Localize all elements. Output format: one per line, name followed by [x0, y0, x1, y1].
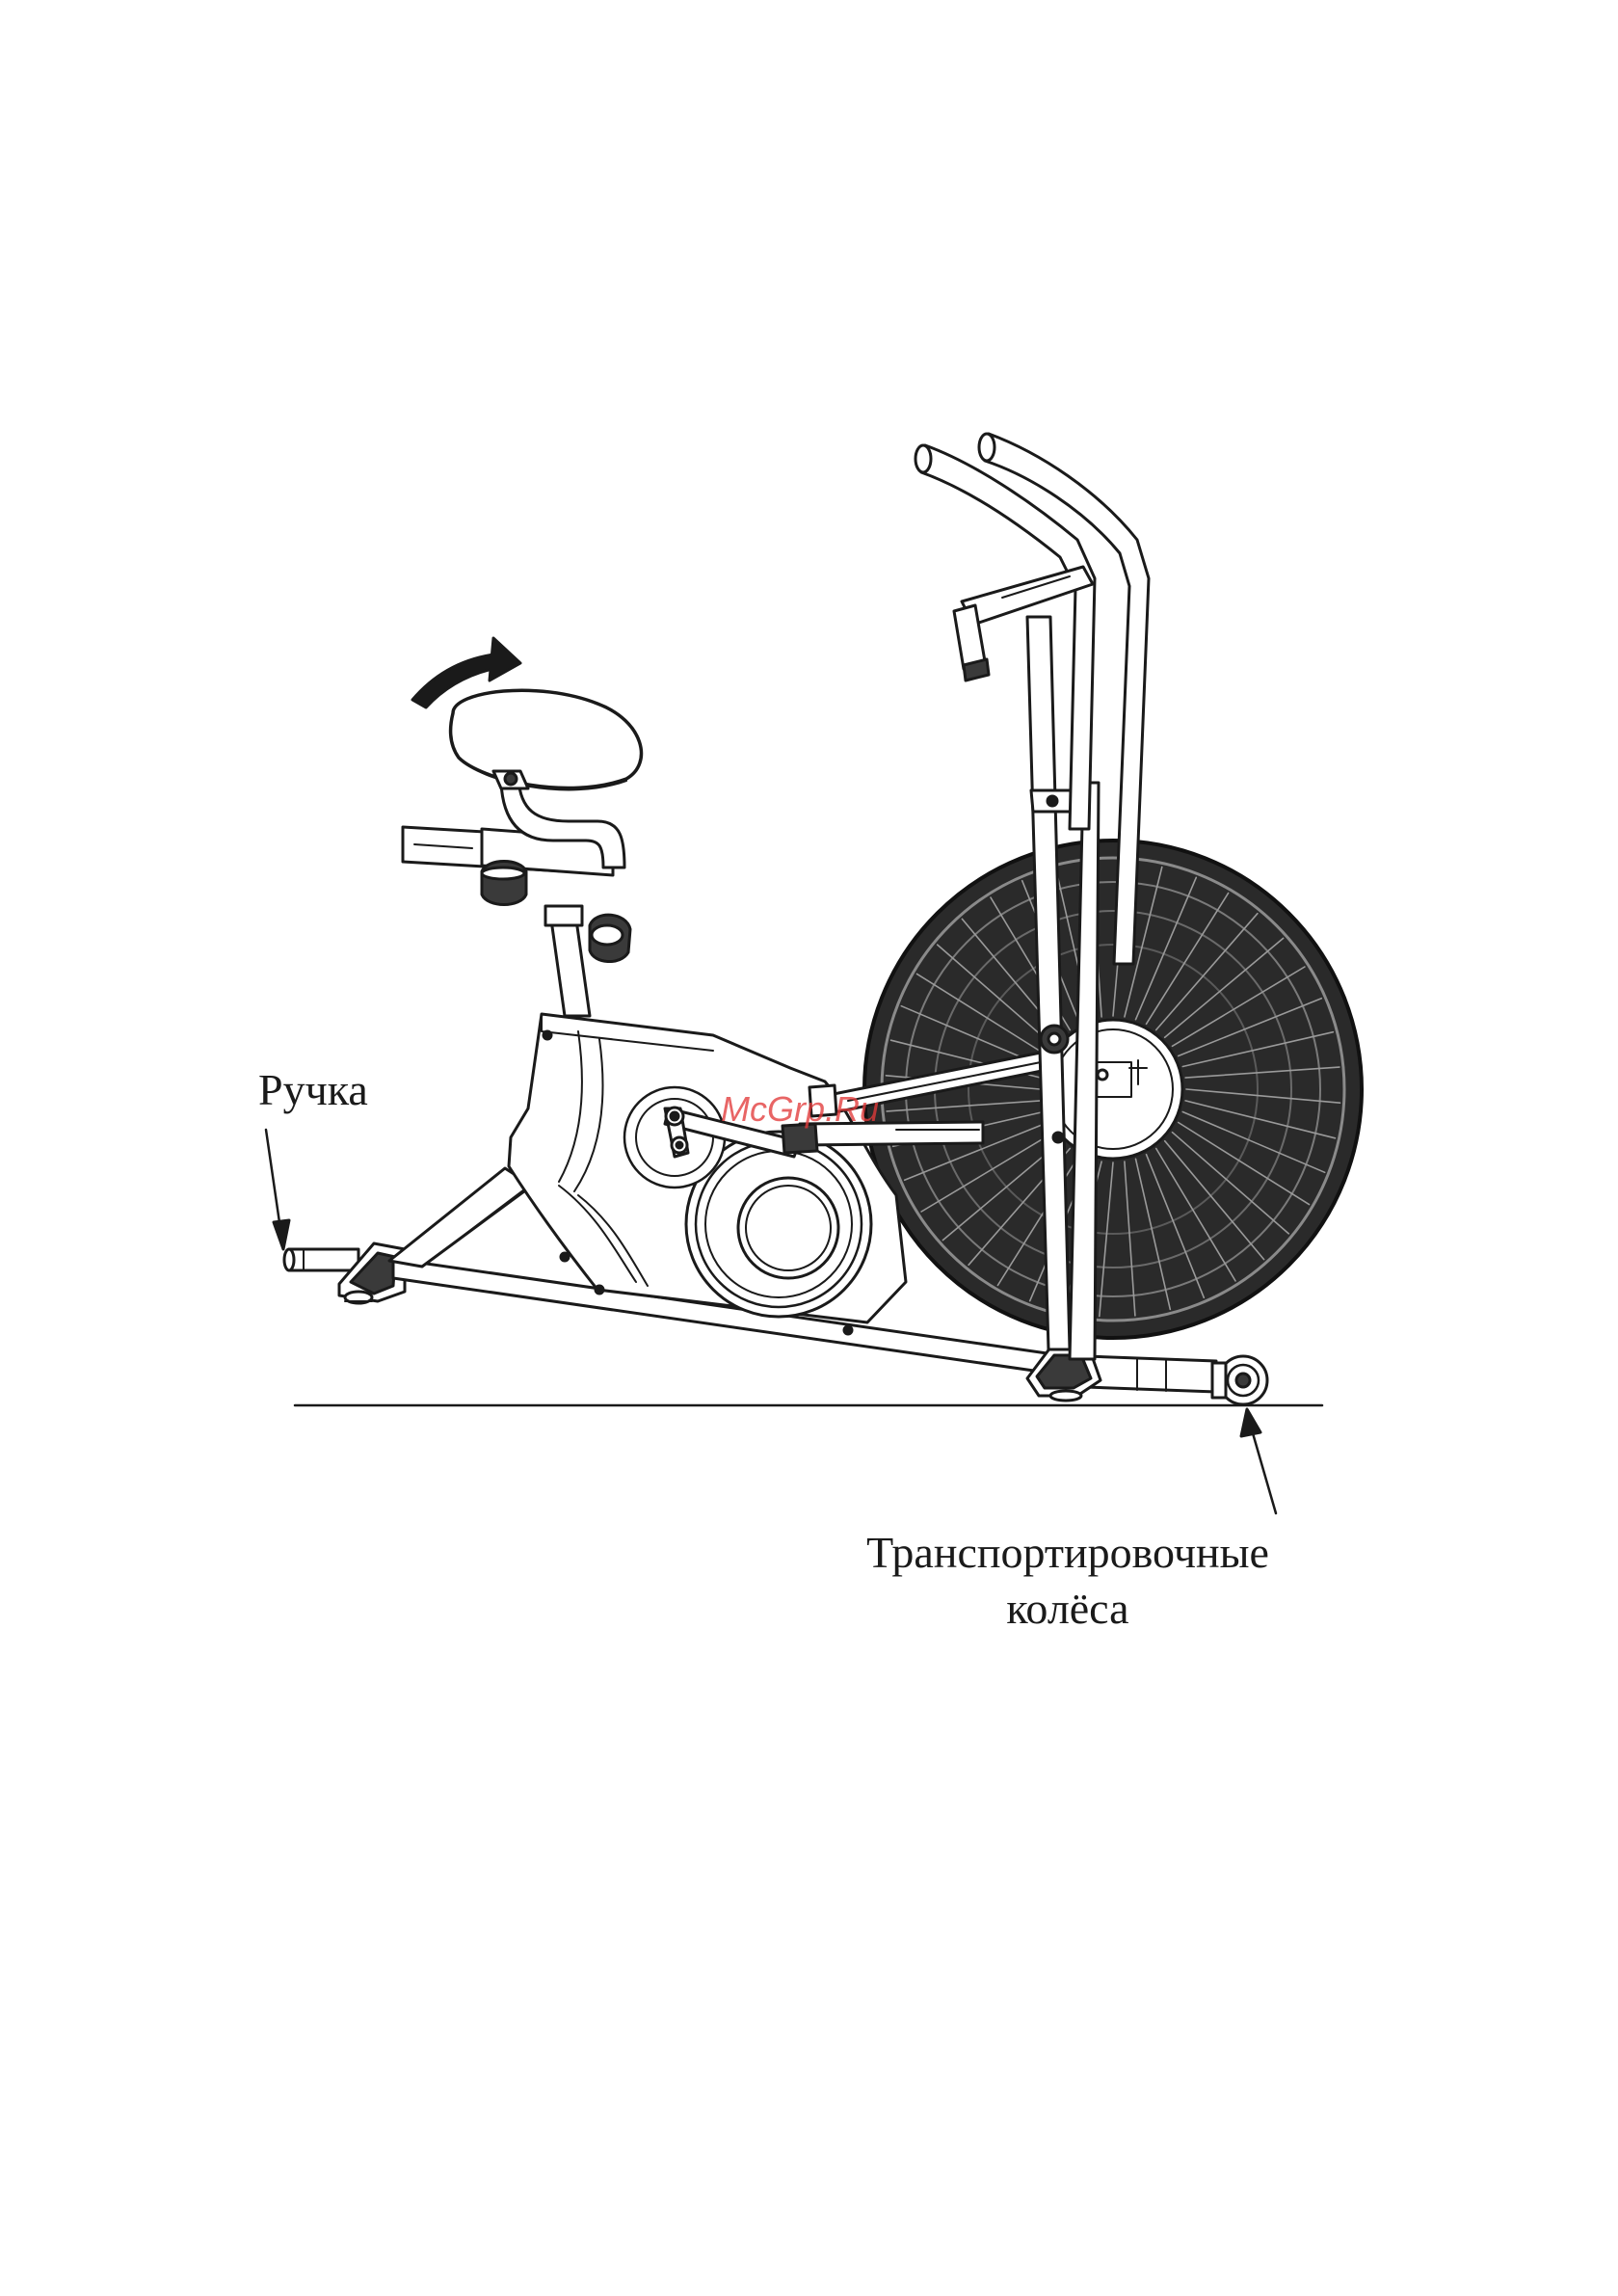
transport-wheels-label: Транспортировочные колёса [856, 1525, 1280, 1637]
handle-label: Ручка [258, 1068, 368, 1112]
transport-wheels-label-line1: Транспортировочные [856, 1525, 1280, 1581]
watermark: McGrp.Ru [721, 1092, 879, 1127]
wheel-pointer-arrow [1241, 1409, 1276, 1513]
rear-stabilizer [284, 1243, 405, 1303]
handle-pointer-arrow [266, 1130, 289, 1249]
transport-wheel [1212, 1356, 1267, 1404]
transport-wheels-label-line2: колёса [856, 1581, 1280, 1637]
rear-strut [389, 1168, 540, 1267]
seat-assembly [403, 638, 641, 1016]
